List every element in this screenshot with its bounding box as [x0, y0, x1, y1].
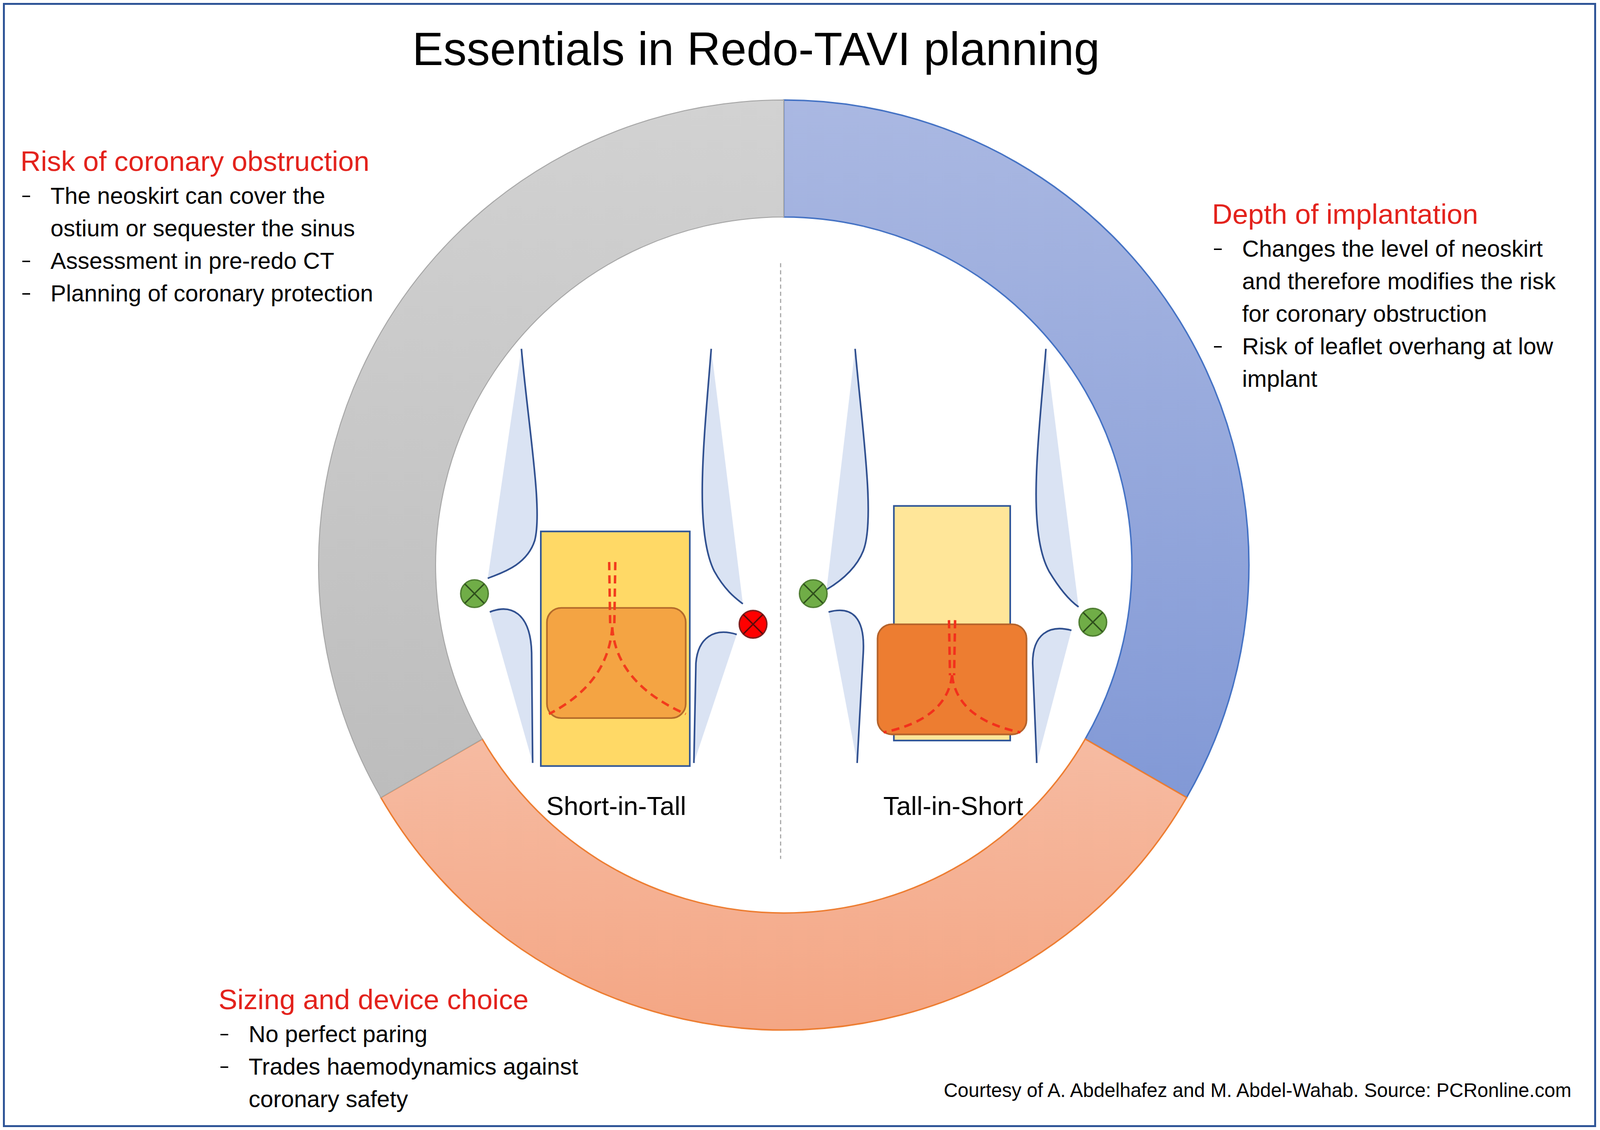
topic-block: Sizing and device choiceNo perfect parin… [218, 983, 599, 1116]
marker-cross [743, 614, 763, 635]
sinus-wall [828, 610, 864, 763]
bullet-text: The neoskirt can cover the ostium or seq… [50, 179, 386, 245]
ring-segment [318, 100, 784, 798]
marker-circle [739, 610, 767, 639]
ring-segment [783, 100, 1249, 798]
coronary-open-marker [460, 580, 489, 608]
bullet-text: No perfect paring [248, 1018, 599, 1051]
sinus-wall [693, 632, 737, 763]
bullet-text: Trades haemodynamics against coronary sa… [248, 1050, 599, 1116]
sinus-wall [489, 609, 533, 764]
leaflet-lines [549, 562, 687, 715]
tall-valve-frame [540, 531, 691, 767]
bullet-text: Changes the level of neoskirt and theref… [1242, 232, 1573, 331]
topic-heading: Risk of coronary obstruction [20, 145, 386, 178]
marker-circle [1078, 608, 1107, 637]
leaflet-wedge [487, 349, 538, 579]
topic-block: Depth of implantationChanges the level o… [1212, 198, 1573, 396]
topic-heading: Sizing and device choice [218, 983, 599, 1016]
tall-valve-frame [877, 624, 1027, 735]
marker-circle [799, 580, 827, 608]
leaflet-line [549, 627, 613, 715]
leaflet-wedge [828, 610, 864, 763]
marker-cross [1083, 612, 1103, 633]
leaflet-line [609, 562, 611, 628]
leaflet-line [614, 562, 616, 628]
illustration-label: Short-in-Tall [421, 790, 811, 822]
divider-line [780, 263, 782, 859]
leaflet-wedge [1032, 628, 1072, 764]
sinus-wall [487, 349, 538, 579]
leaflet-line [954, 620, 956, 676]
leaflet-wedge [826, 349, 869, 590]
sinus-wall [826, 349, 869, 590]
coronary-open-marker [1078, 608, 1107, 637]
leaflet-line [948, 620, 950, 676]
bullet-text: Assessment in pre-redo CT [50, 244, 386, 278]
frame-border [3, 3, 1596, 1127]
topic-block: Risk of coronary obstructionThe neoskirt… [20, 145, 386, 310]
sinus-wall [1032, 628, 1072, 764]
topic-heading: Depth of implantation [1212, 198, 1573, 231]
coronary-open-marker [799, 580, 827, 608]
source-caption: Courtesy of A. Abdelhafez and M. Abdel-W… [794, 1078, 1572, 1103]
leaflet-line [952, 675, 1021, 733]
leaflet-wedge [1036, 349, 1079, 608]
leaflet-wedge [693, 632, 737, 763]
coronary-blocked-marker [739, 610, 767, 639]
diagram-title: Essentials in Redo-TAVI planning [173, 22, 1339, 76]
leaflet-wedge [702, 349, 743, 605]
marker-cross [464, 584, 485, 604]
valve-illustrations [460, 263, 1107, 859]
marker-circle [460, 580, 489, 608]
leaflet-lines [883, 620, 1021, 733]
bullet-text: Planning of coronary protection [50, 277, 386, 310]
leaflet-wedge [489, 609, 533, 764]
sinus-wall [702, 349, 743, 605]
leaflet-line [612, 627, 686, 715]
leaflet-line [883, 675, 953, 733]
sinus-wall [1036, 349, 1079, 608]
marker-cross [803, 584, 824, 604]
bullet-text: Risk of leaflet overhang at low implant [1242, 330, 1573, 396]
short-valve-frame [546, 607, 686, 719]
illustration-label: Tall-in-Short [758, 790, 1148, 822]
